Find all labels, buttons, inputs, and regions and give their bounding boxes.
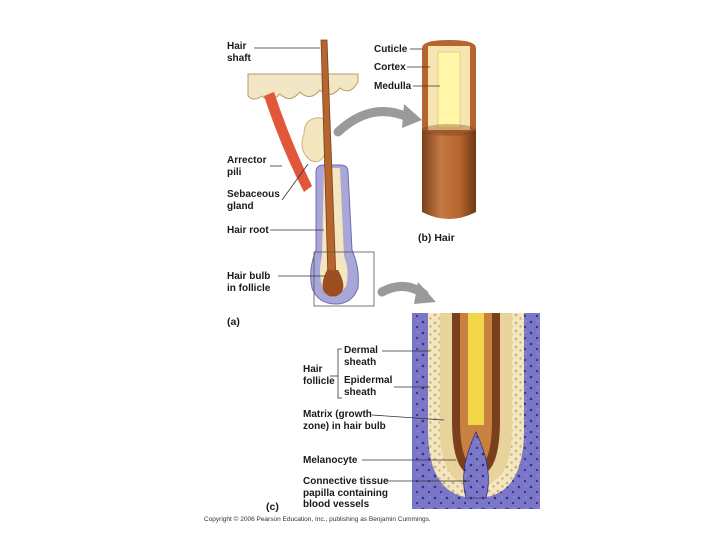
label-papilla: Connective tissue papilla containing blo…	[303, 476, 389, 510]
label-hair-bulb: Hair bulb in follicle	[227, 271, 271, 294]
skin-surface	[247, 73, 359, 100]
label-hair-follicle: Hair follicle	[303, 364, 335, 387]
label-matrix: Matrix (growth zone) in hair bulb	[303, 409, 386, 432]
label-dermal-sheath: Dermal sheath	[344, 345, 378, 368]
medulla-layer	[437, 51, 461, 129]
label-hair-shaft: Hair shaft	[227, 41, 251, 64]
arrector-pili-muscle	[264, 92, 312, 192]
copyright-notice: Copyright © 2006 Pearson Education, Inc.…	[204, 516, 431, 523]
panel-a-label: (a)	[227, 316, 240, 328]
medulla-column	[468, 313, 484, 425]
arrow-to-b-head	[402, 104, 422, 128]
leader-lines	[254, 47, 470, 482]
hair-cylinder-body	[422, 130, 476, 219]
label-cuticle: Cuticle	[374, 44, 408, 55]
label-medulla: Medulla	[374, 81, 412, 92]
panel-b-drawing	[422, 40, 476, 219]
hair-bulb	[322, 270, 344, 297]
bulb-callout-box	[313, 251, 375, 307]
panel-a-drawing	[247, 39, 375, 307]
panel-b-label: (b) Hair	[418, 232, 455, 244]
arrow-to-b	[333, 107, 415, 137]
label-sebaceous-gland: Sebaceous gland	[227, 189, 280, 212]
label-epidermal-sheath: Epidermal sheath	[344, 375, 393, 398]
panel-c-drawing	[412, 313, 540, 509]
arrow-to-c-head	[414, 282, 436, 304]
label-arrector-pili: Arrector pili	[227, 155, 267, 178]
dermal-papilla	[463, 431, 489, 499]
label-melanocyte: Melanocyte	[303, 455, 358, 466]
panel-c-label: (c)	[266, 501, 279, 513]
cylinder-top	[422, 124, 476, 136]
label-hair-root: Hair root	[227, 225, 269, 236]
label-cortex: Cortex	[374, 62, 406, 73]
